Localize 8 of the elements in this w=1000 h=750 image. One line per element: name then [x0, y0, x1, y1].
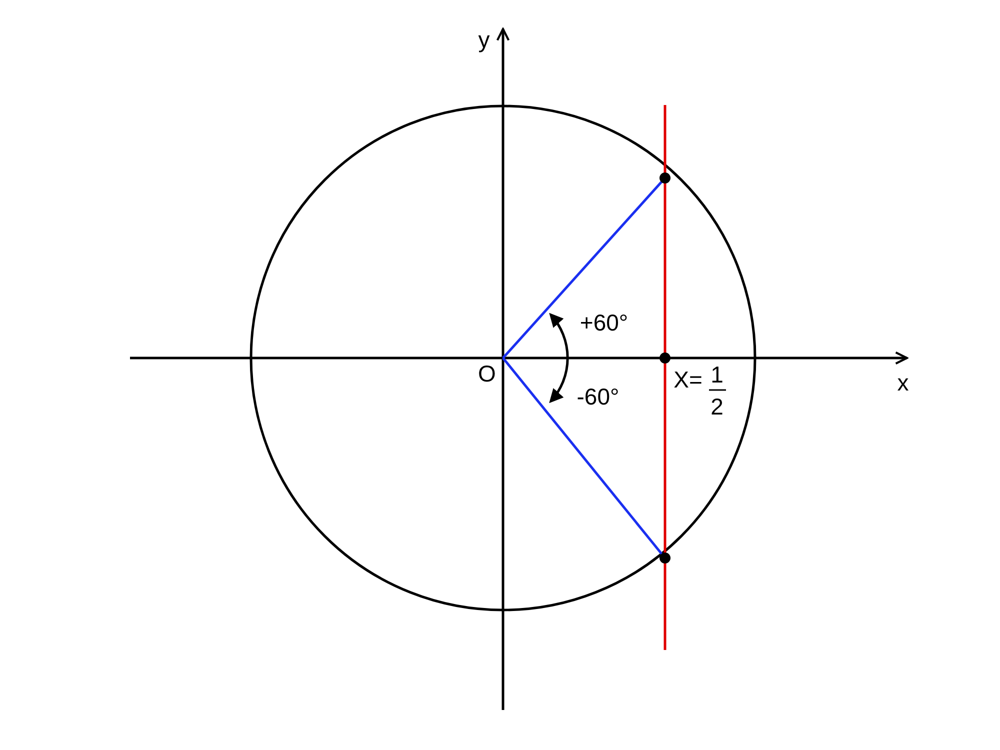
origin-label: O [478, 362, 496, 386]
angle-label: -60° [576, 386, 620, 408]
fraction-denominator: 2 [710, 396, 724, 418]
axis-label: y [478, 28, 490, 52]
fraction-numerator: 1 [710, 364, 724, 386]
axis-label: x [897, 372, 909, 394]
angle-label: +60° [580, 312, 628, 334]
equation-label: X= [674, 368, 702, 392]
